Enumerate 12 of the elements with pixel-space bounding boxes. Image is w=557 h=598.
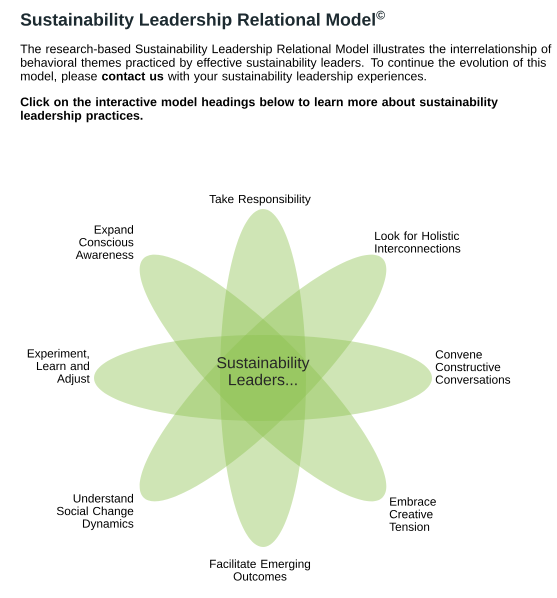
petal-label: Embrace Creative Tension <box>389 497 436 531</box>
heading: Sustainability Leadership Relational Model$^{©}$ <box>20 10 385 30</box>
petal-label: Expand Conscious Awareness <box>76 225 134 259</box>
petal-label: Convene Constructive Conversations <box>436 350 510 384</box>
petal-label: Take Responsibility <box>209 194 311 206</box>
petal-label: Understand Social Change Dynamics <box>56 494 134 530</box>
petal-label: Look for Holistic Interconnections <box>375 231 460 253</box>
petal-label: Experiment, Learn and Adjust <box>28 348 90 386</box>
petal-label: Facilitate Emerging Outcomes <box>210 559 310 581</box>
center-text: Sustainability Leaders... <box>217 356 310 386</box>
instruction-text: Click on the interactive model headings below to learn more about sustainability leadership practices. <box>20 97 498 122</box>
paragraph: The research-based Sustainability Leadership Relational Model illustrates the interrelationship of behavioral themes practiced by effective sustainability leaders. To continue the evolution of this model, please contact us with your sustainability leadership experiences. <box>20 44 552 83</box>
